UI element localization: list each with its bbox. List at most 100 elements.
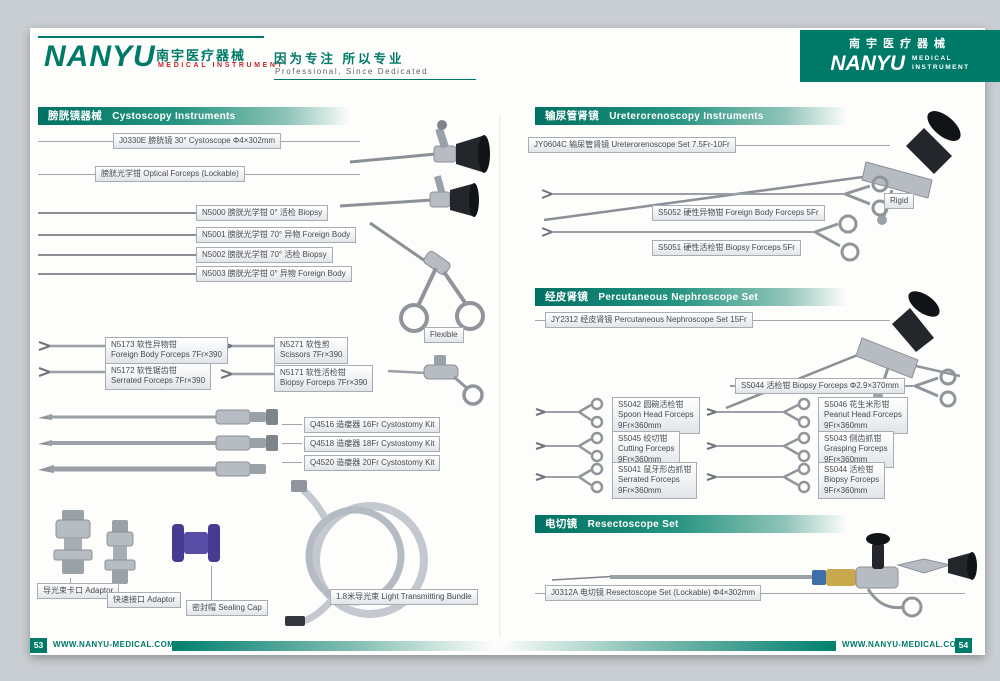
resectoscope-illustration <box>551 533 977 618</box>
page-gutter <box>499 116 501 636</box>
label-resectoscope: J0312A 电切镜 Resectoscope Set (Lockable) Φ… <box>545 585 762 602</box>
label-s5051: S5051 硬性活检钳 Biopsy Forceps 5Fr <box>652 240 801 257</box>
label-line1: N5271 软性剪 <box>280 340 330 349</box>
leader-line <box>70 578 71 584</box>
label-line2: Serrated Forceps <box>618 475 680 485</box>
flexible-scissors-illustration <box>220 341 274 351</box>
footer-bar-right <box>500 641 836 651</box>
rigid-forceps-illustration <box>541 214 860 262</box>
footer-bar-left <box>172 641 494 651</box>
label-line2: Spoon Head Forceps <box>618 410 694 420</box>
section-banner-ureterorenoscopy: 输尿管肾镜 Ureterorenoscopy Instruments <box>535 107 847 125</box>
section-title-cn: 膀胱镜器械 <box>48 110 102 122</box>
sealing-cap-illustration <box>172 524 220 562</box>
label-q4520: Q4520 造瘘器 20Fr Cystostomy Kit <box>304 455 441 472</box>
label-n5001: N5001 膀胱光学钳 70° 异物 Foreign Body <box>196 227 357 244</box>
label-ureteroscope: JY0604C 输尿管肾镜 Ureterorenoscope Set 7.5Fr… <box>528 137 736 154</box>
section-banner-cystoscopy: 膀胱镜器械 Cystoscopy Instruments <box>38 107 350 125</box>
label-s5044-370: S5044 活检钳 Biopsy Forceps Φ2.9×370mm <box>735 378 905 395</box>
label-line1: S5045 绞切钳 <box>618 434 668 443</box>
label-n5271: N5271 软性剪 Scissors 7Fr×390 <box>274 337 349 364</box>
tag-rigid: Rigid <box>884 193 915 210</box>
brand-subtitle: MEDICAL INSTRUMENT <box>158 62 285 69</box>
brand-block-subtitle: MEDICAL INSTRUMENT <box>912 55 970 73</box>
cystostomy-kit-illustration <box>38 435 278 451</box>
section-banner-resectoscope: 电切镜 Resectoscope Set <box>535 515 847 533</box>
label-line3: 9Fr×360mm <box>618 454 662 464</box>
label-n5171: N5171 软性活检钳 Biopsy Forceps 7Fr×390 <box>274 365 374 392</box>
brand-block-sub2: INSTRUMENT <box>912 64 970 71</box>
label-s5045: S5045 绞切钳 Cutting Forceps 9Fr×360mm <box>612 431 681 469</box>
slogan-en: Professional, Since Dedicated <box>275 67 429 76</box>
label-light-bundle: 1.8米导光束 Light Transmitting Bundle <box>330 589 478 606</box>
label-n5002: N5002 膀胱光学钳 70° 活检 Biopsy <box>196 247 333 264</box>
leader-line <box>282 443 302 444</box>
forceps-shaft <box>38 254 196 256</box>
label-n5003: N5003 膀胱光学钳 0° 异物 Foreign Body <box>196 266 352 283</box>
label-line3: 9Fr×360mm <box>824 454 868 464</box>
brand-block: 南宇医疗器械 NANYU MEDICAL INSTRUMENT <box>800 30 1000 82</box>
light-bundle-illustration <box>285 480 428 626</box>
label-line3: 9Fr×360mm <box>618 485 662 495</box>
tag-flexible: Flexible <box>424 327 464 344</box>
flexible-forceps-illustration <box>38 341 108 351</box>
label-line1: N5172 软性锯齿钳 <box>111 366 177 375</box>
label-s5043: S5043 侧齿抓钳 Grasping Forceps 9Fr×360mm <box>818 431 894 469</box>
label-line2: Cutting Forceps <box>618 444 675 454</box>
label-light-cable-adaptor: 导光束卡口 Adaptor <box>37 583 120 600</box>
flexible-forceps-illustration <box>220 369 274 379</box>
website-url-left: WWW.NANYU-MEDICAL.COM <box>53 640 175 649</box>
website-url-right: WWW.NANYU-MEDICAL.COM <box>842 640 964 649</box>
cutting-forceps-illustration <box>535 431 604 463</box>
slogan-rule <box>274 79 476 80</box>
light-cable-adaptor-illustration <box>53 510 93 574</box>
section-title-en: Percutaneous Nephroscope Set <box>598 292 758 303</box>
serrated-forceps-illustration <box>535 462 604 494</box>
label-line3: 9Fr×360mm <box>824 485 868 495</box>
brand-block-logo: NANYU <box>830 52 906 75</box>
label-q4518: Q4518 造瘘器 18Fr Cystostomy Kit <box>304 436 441 453</box>
label-line1: S5044 活检钳 <box>824 465 874 474</box>
label-line2: Peanut Head Forceps <box>824 410 902 420</box>
peanut-forceps-illustration <box>706 397 811 429</box>
label-line2: Biopsy Forceps 7Fr×390 <box>280 378 368 388</box>
cystoscope-illustration <box>349 120 490 173</box>
label-line2: Scissors 7Fr×390 <box>280 350 343 360</box>
label-q4516: Q4516 造瘘器 16Fr Cystostomy Kit <box>304 417 441 434</box>
forceps-shaft <box>38 273 196 275</box>
grasping-forceps-illustration <box>706 431 811 463</box>
cystostomy-kit-illustration <box>38 409 278 425</box>
brand-logo: NANYU <box>44 40 156 73</box>
label-line3: 9Fr×360mm <box>618 420 662 430</box>
label-line1: N5173 软性异物钳 <box>111 340 177 349</box>
label-s5046: S5046 花生米形钳 Peanut Head Forceps 9Fr×360m… <box>818 397 908 435</box>
label-line1: S5041 鼠牙形齿抓钳 <box>618 465 692 474</box>
label-line2: Grasping Forceps <box>824 444 888 454</box>
leader-line <box>211 566 212 600</box>
page-number-right: 54 <box>955 638 972 653</box>
label-quick-adaptor: 快速接口 Adaptor <box>107 592 182 609</box>
section-banner-nephroscope: 经皮肾镜 Percutaneous Nephroscope Set <box>535 288 847 306</box>
biopsy-forceps-illustration <box>706 462 811 494</box>
catalog-spread: NANYU 南宇医疗器械 MEDICAL INSTRUMENT 因为专注 所以专… <box>30 28 985 655</box>
spoon-forceps-illustration <box>535 397 604 429</box>
cystostomy-kit-illustration <box>38 461 266 477</box>
section-title-cn: 电切镜 <box>545 518 578 530</box>
brand-name-cn: 南宇医疗器械 <box>156 48 247 63</box>
label-sealing-cap: 密封帽 Sealing Cap <box>186 600 268 617</box>
flexible-handle-illustration <box>387 355 484 406</box>
label-nephroscope: JY2312 经皮肾镜 Percutaneous Nephroscope Set… <box>545 312 753 329</box>
label-optical-forceps: 膀胱光学钳 Optical Forceps (Lockable) <box>95 166 245 183</box>
label-s5042: S5042 圆碗活检钳 Spoon Head Forceps 9Fr×360mm <box>612 397 700 435</box>
label-line2: Serrated Forceps 7Fr×390 <box>111 376 206 386</box>
label-n5172: N5172 软性锯齿钳 Serrated Forceps 7Fr×390 <box>105 363 212 390</box>
section-title-en: Resectoscope Set <box>587 519 679 530</box>
flexible-forceps-illustration <box>38 367 108 377</box>
label-s5041: S5041 鼠牙形齿抓钳 Serrated Forceps 9Fr×360mm <box>612 462 698 500</box>
page-number-left: 53 <box>30 638 47 653</box>
section-title-en: Ureterorenoscopy Instruments <box>609 111 764 122</box>
label-line2: Biopsy Forceps <box>824 475 880 485</box>
forceps-shaft <box>38 234 196 236</box>
label-s5052: S5052 硬性异物钳 Foreign Body Forceps 5Fr <box>652 205 825 222</box>
brand-block-name-cn: 南宇医疗器械 <box>849 38 951 50</box>
